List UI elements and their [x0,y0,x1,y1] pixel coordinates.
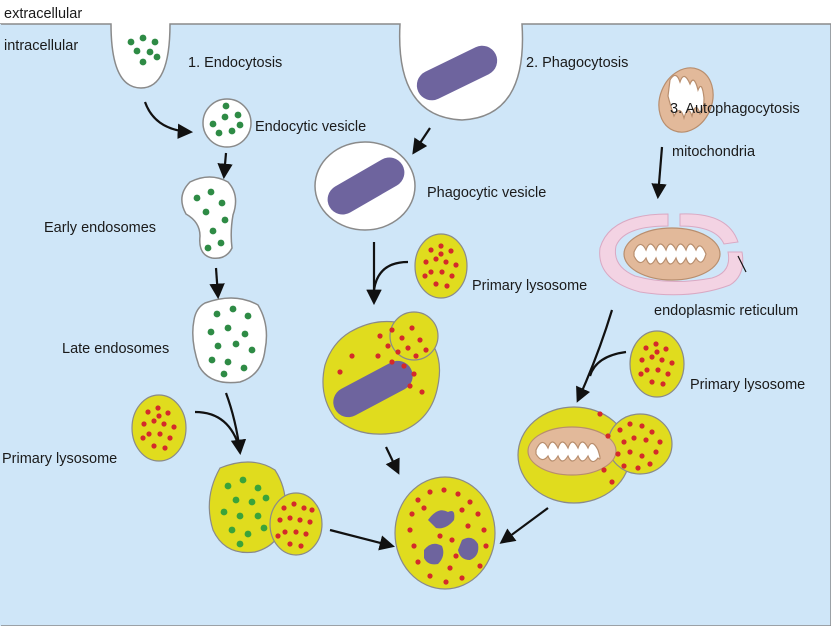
label-primary-lysosome-left: Primary lysosome [2,451,117,467]
arrow-lysosome-left-to-fusion [194,410,242,451]
label-primary-lysosome-middle: Primary lysosome [472,278,587,294]
bacterium-icon [416,45,498,101]
label-phagocytic-vesicle: Phagocytic vesicle [427,185,546,201]
arrow-lysosome-middle-join [372,260,409,291]
label-intracellular: intracellular [4,38,78,54]
arrow-mitochondria-to-er [651,146,667,200]
primary-lysosome-left [131,394,187,462]
late-endosome [192,297,268,384]
primary-lysosome-middle [414,233,468,299]
label-endoplasmic-reticulum: endoplasmic reticulum [654,303,798,319]
arrow-phagolysosome-to-residual [385,446,400,475]
arrow-endocytosis-to-vesicle [143,101,194,139]
pathway-arrows [143,101,747,551]
endocytosis-granules [127,34,161,66]
arrow-autolysosome-to-residual [499,507,549,544]
er-mitochondrion-complex [599,213,744,296]
arrow-lysosome-right-join [588,350,627,377]
early-endosome [181,176,237,260]
label-early-endosomes: Early endosomes [44,220,156,236]
primary-lysosome-right [629,330,685,398]
label-primary-lysosome-right: Primary lysosome [690,377,805,393]
phagocytic-vesicle [314,141,416,231]
label-endocytic-vesicle: Endocytic vesicle [255,119,366,135]
label-phagocytosis: 2. Phagocytosis [526,55,628,71]
arrow-early-to-late-endosome [209,267,225,300]
secondary-lysosome-endocytic [208,461,323,556]
arrow-vesicle-to-early-endosome [217,152,233,180]
label-extracellular: extracellular [4,6,82,22]
residual-body [394,476,496,590]
mitochondrion-top [658,67,714,133]
arrow-phagocytosis-to-vesicle [412,127,431,155]
autolysosome [517,406,673,504]
arrow-er-to-autolysosome [576,309,614,403]
label-mitochondria: mitochondria [672,144,756,160]
endocytic-vesicle [202,98,252,148]
label-endocytosis: 1. Endocytosis [188,55,282,71]
arrow-fusion-left-to-residual [329,528,395,551]
phagolysosome [322,311,441,435]
label-autophagocytosis: 3. Autophagocytosis [670,101,800,117]
er-pointer-line [737,255,747,273]
label-late-endosomes: Late endosomes [62,341,169,357]
